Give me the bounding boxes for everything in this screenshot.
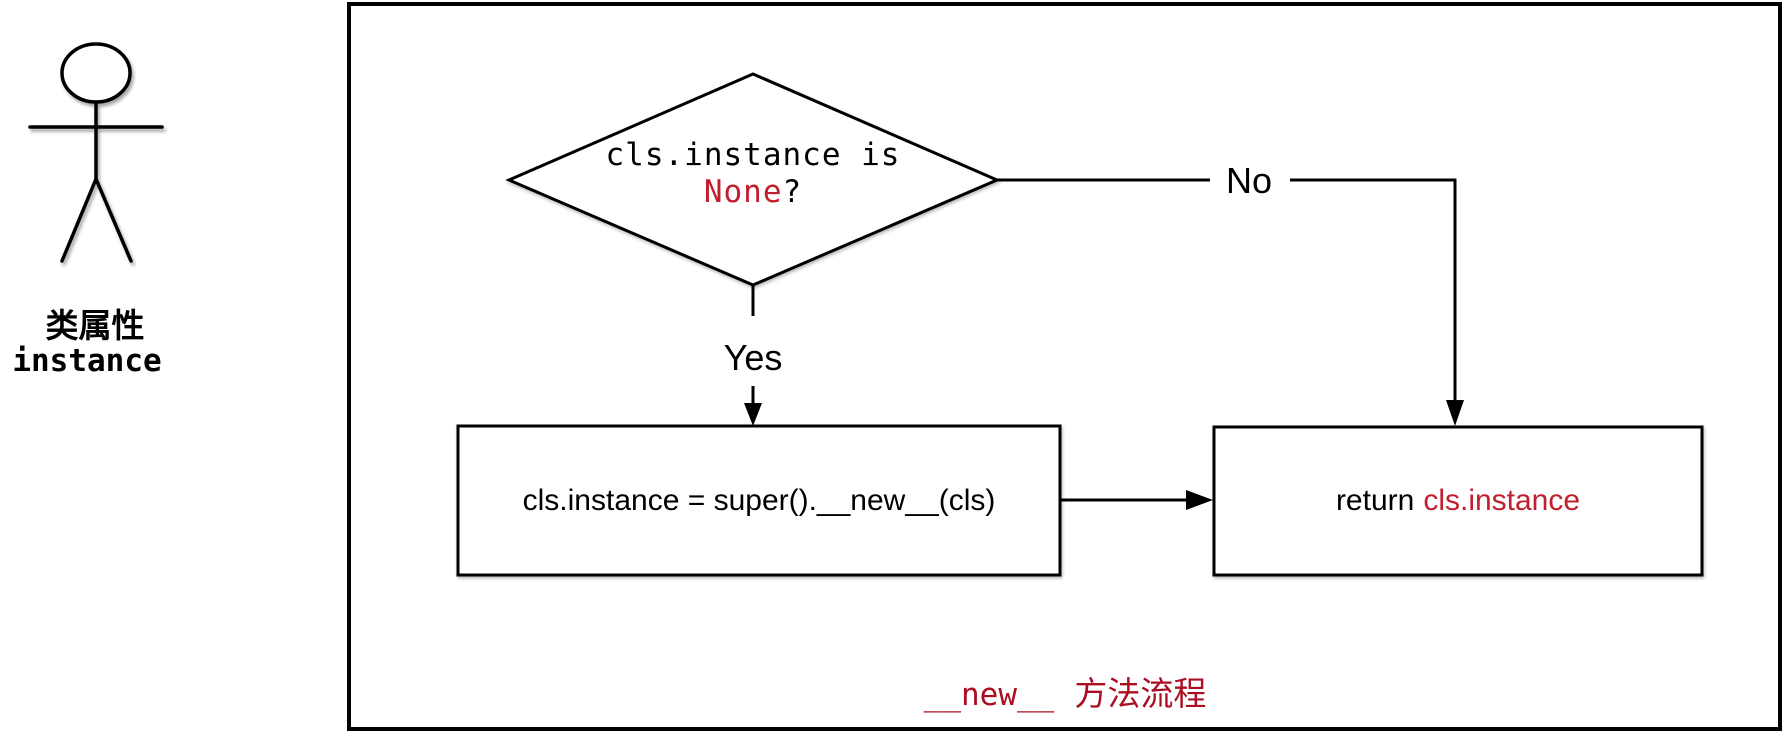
process-box-shape	[456, 424, 1062, 577]
decision-label: cls.instance is None?	[513, 137, 993, 211]
return-value: cls.instance	[1423, 484, 1581, 517]
yes-branch-label: Yes	[723, 337, 783, 378]
return-keyword: return	[1335, 484, 1415, 517]
diagram-caption: __new__ 方法流程	[865, 674, 1265, 715]
decision-keyword: None	[703, 174, 783, 210]
return-box-shape	[1212, 425, 1704, 577]
caption-label: 方法流程	[1074, 675, 1207, 712]
flowchart-frame	[347, 2, 1782, 731]
process-box-label: cls.instance = super().__new__(cls)	[522, 483, 996, 517]
caption-method-name: __new__	[923, 677, 1055, 713]
decision-line1: cls.instance is	[605, 137, 901, 173]
actor-title: 类属性	[45, 307, 145, 344]
process-to-return-arrowhead-icon	[1186, 490, 1213, 510]
no-arrowhead-icon	[1446, 400, 1464, 426]
stick-figure-legs	[60, 177, 133, 263]
no-branch-label: No	[1225, 160, 1273, 201]
decision-line2: None?	[513, 174, 993, 211]
no-branch-line-right	[1290, 178, 1457, 401]
decision-suffix: ?	[782, 174, 803, 210]
yes-arrowhead-icon	[744, 403, 762, 426]
actor-subtitle: instance	[12, 343, 162, 379]
stick-figure-icon	[28, 42, 164, 263]
